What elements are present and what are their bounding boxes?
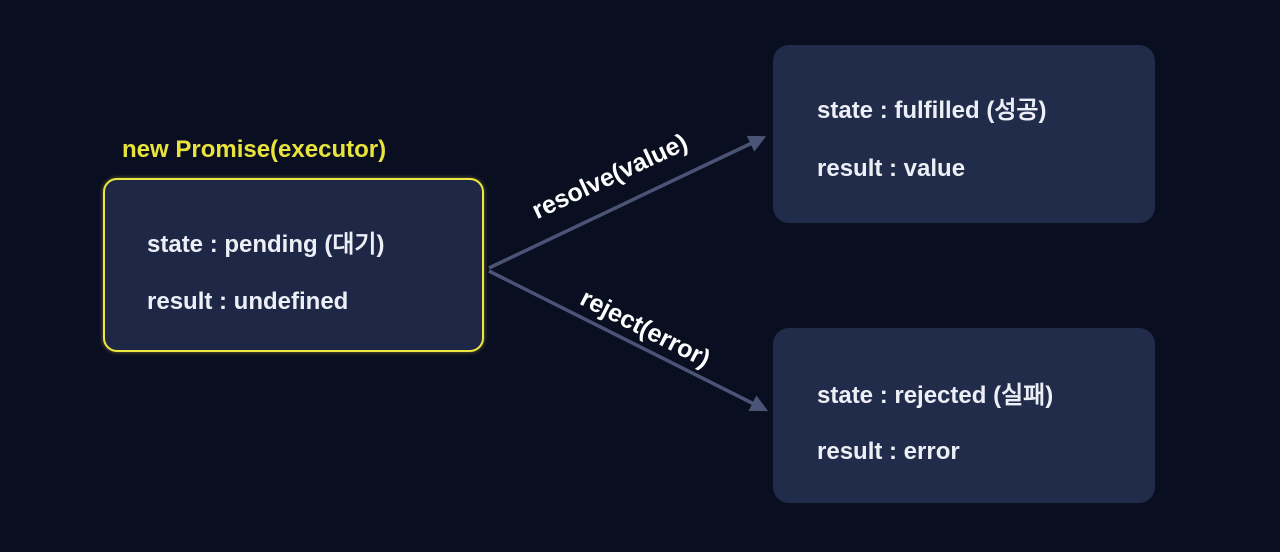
fulfilled-state-line: state : fulfilled (성공) bbox=[817, 97, 1047, 124]
resolve-arrow-label: resolve(value) bbox=[527, 128, 692, 225]
fulfilled-state-box: state : fulfilled (성공) result : value bbox=[773, 45, 1155, 223]
reject-arrow bbox=[488, 269, 769, 412]
promise-constructor-title: new Promise(executor) bbox=[122, 136, 387, 163]
pending-state-line: state : pending (대기) bbox=[147, 231, 385, 258]
rejected-result-line: result : error bbox=[817, 438, 960, 465]
rejected-state-line: state : rejected (실패) bbox=[817, 382, 1054, 409]
pending-result-line: result : undefined bbox=[147, 288, 349, 315]
pending-state-box: state : pending (대기) result : undefined bbox=[103, 178, 484, 352]
rejected-state-box: state : rejected (실패) result : error bbox=[773, 328, 1155, 503]
reject-arrow-label: reject(error) bbox=[575, 283, 715, 374]
fulfilled-result-line: result : value bbox=[817, 155, 966, 182]
